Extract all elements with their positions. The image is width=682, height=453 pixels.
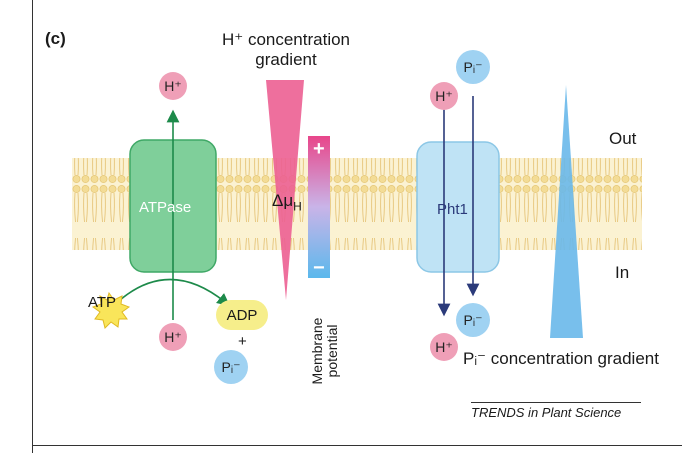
panel-label: (c) (45, 29, 66, 48)
membrane-plus-sign: + (313, 138, 325, 160)
atp-burst-shape (91, 291, 131, 329)
pht1-protein (416, 141, 500, 273)
pi-ion-inside-pht1: Pᵢ⁻ (456, 303, 490, 337)
pi-concentration-gradient-wedge (550, 85, 583, 338)
frame-bottom-border (32, 445, 682, 446)
source-credit: TRENDS in Plant Science (471, 402, 641, 419)
in-label: In (615, 263, 630, 282)
plus-sign: + (238, 333, 247, 350)
pi-ion-outside-pht1: Pᵢ⁻ (456, 50, 490, 84)
h-gradient-label: H⁺ concentration gradient (221, 30, 351, 69)
membrane-potential-label: Membrane potential (309, 317, 341, 385)
atpase-label: ATPase (139, 199, 192, 216)
pi-ion-product: Pᵢ⁻ (214, 350, 248, 384)
out-label: Out (609, 129, 637, 148)
h-ion-outside-atpase: H⁺ (159, 72, 187, 100)
delta-mu-subscript: H (293, 199, 302, 214)
h-ion-inside-atpase: H⁺ (159, 323, 187, 351)
adp-label: ADP (216, 300, 268, 330)
h-concentration-gradient-wedge (266, 80, 304, 300)
membrane-minus-sign: − (313, 257, 325, 279)
atp-hydrolysis-arrow (119, 278, 230, 306)
membrane-potential-bar (308, 136, 330, 278)
pht1-label: Pht1 (437, 201, 468, 218)
h-ion-inside-pht1: H⁺ (430, 333, 458, 361)
delta-mu-label: ΔμH (272, 192, 302, 212)
pi-gradient-label: Pᵢ⁻ concentration gradient (463, 349, 659, 368)
frame-left-border (32, 0, 33, 453)
delta-mu-symbol: Δμ (272, 191, 294, 210)
h-ion-outside-pht1: H⁺ (430, 82, 458, 110)
atp-label: ATP (88, 294, 117, 311)
